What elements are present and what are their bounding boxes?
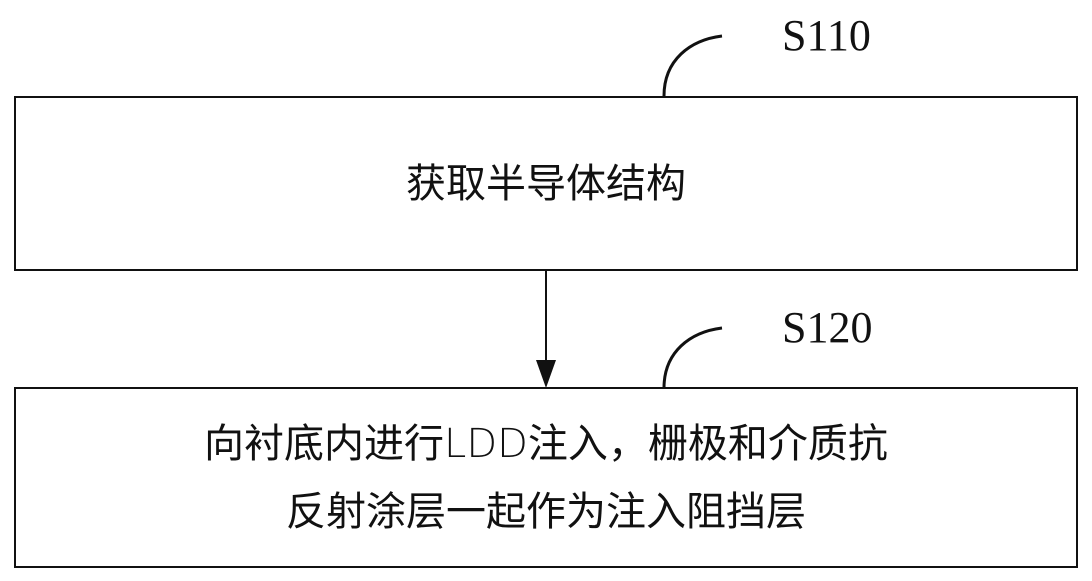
flow-arrow-head [536, 360, 556, 388]
step-text-line-2: 反射涂层一起作为注入阻挡层 [286, 488, 806, 535]
step-text: 获取半导体结构 [406, 160, 686, 207]
step-label-s110: S110 [782, 11, 871, 60]
leader-line-s120 [662, 326, 723, 389]
step-label-s120: S120 [782, 303, 873, 352]
leader-line-s110 [662, 34, 723, 97]
step-box-s120: 向衬底内进行LDD注入，栅极和介质抗 反射涂层一起作为注入阻挡层 [14, 387, 1078, 568]
step-box-s110: 获取半导体结构 [14, 96, 1078, 271]
step-text-line-1: 向衬底内进行LDD注入，栅极和介质抗 [204, 420, 888, 467]
